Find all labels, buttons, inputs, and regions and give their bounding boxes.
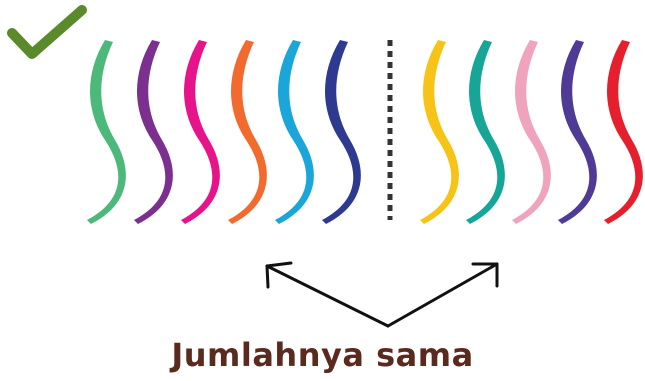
left-worm-4 (228, 40, 267, 224)
right-worm-5 (604, 40, 643, 224)
right-worm-1 (420, 40, 459, 224)
right-worm-4 (558, 40, 597, 224)
left-worm-1 (87, 40, 126, 224)
left-worm-6 (322, 40, 361, 224)
right-worm-group (420, 40, 643, 224)
left-arrow (267, 266, 388, 326)
left-worm-5 (275, 40, 314, 224)
caption-text: Jumlahnya sama (0, 336, 645, 374)
left-worm-2 (134, 40, 173, 224)
left-worm-group (87, 40, 361, 224)
check-icon (12, 10, 82, 54)
right-worm-3 (512, 40, 551, 224)
left-worm-3 (181, 40, 220, 224)
double-arrow (267, 263, 497, 326)
right-arrow (388, 264, 497, 326)
right-worm-2 (466, 40, 505, 224)
